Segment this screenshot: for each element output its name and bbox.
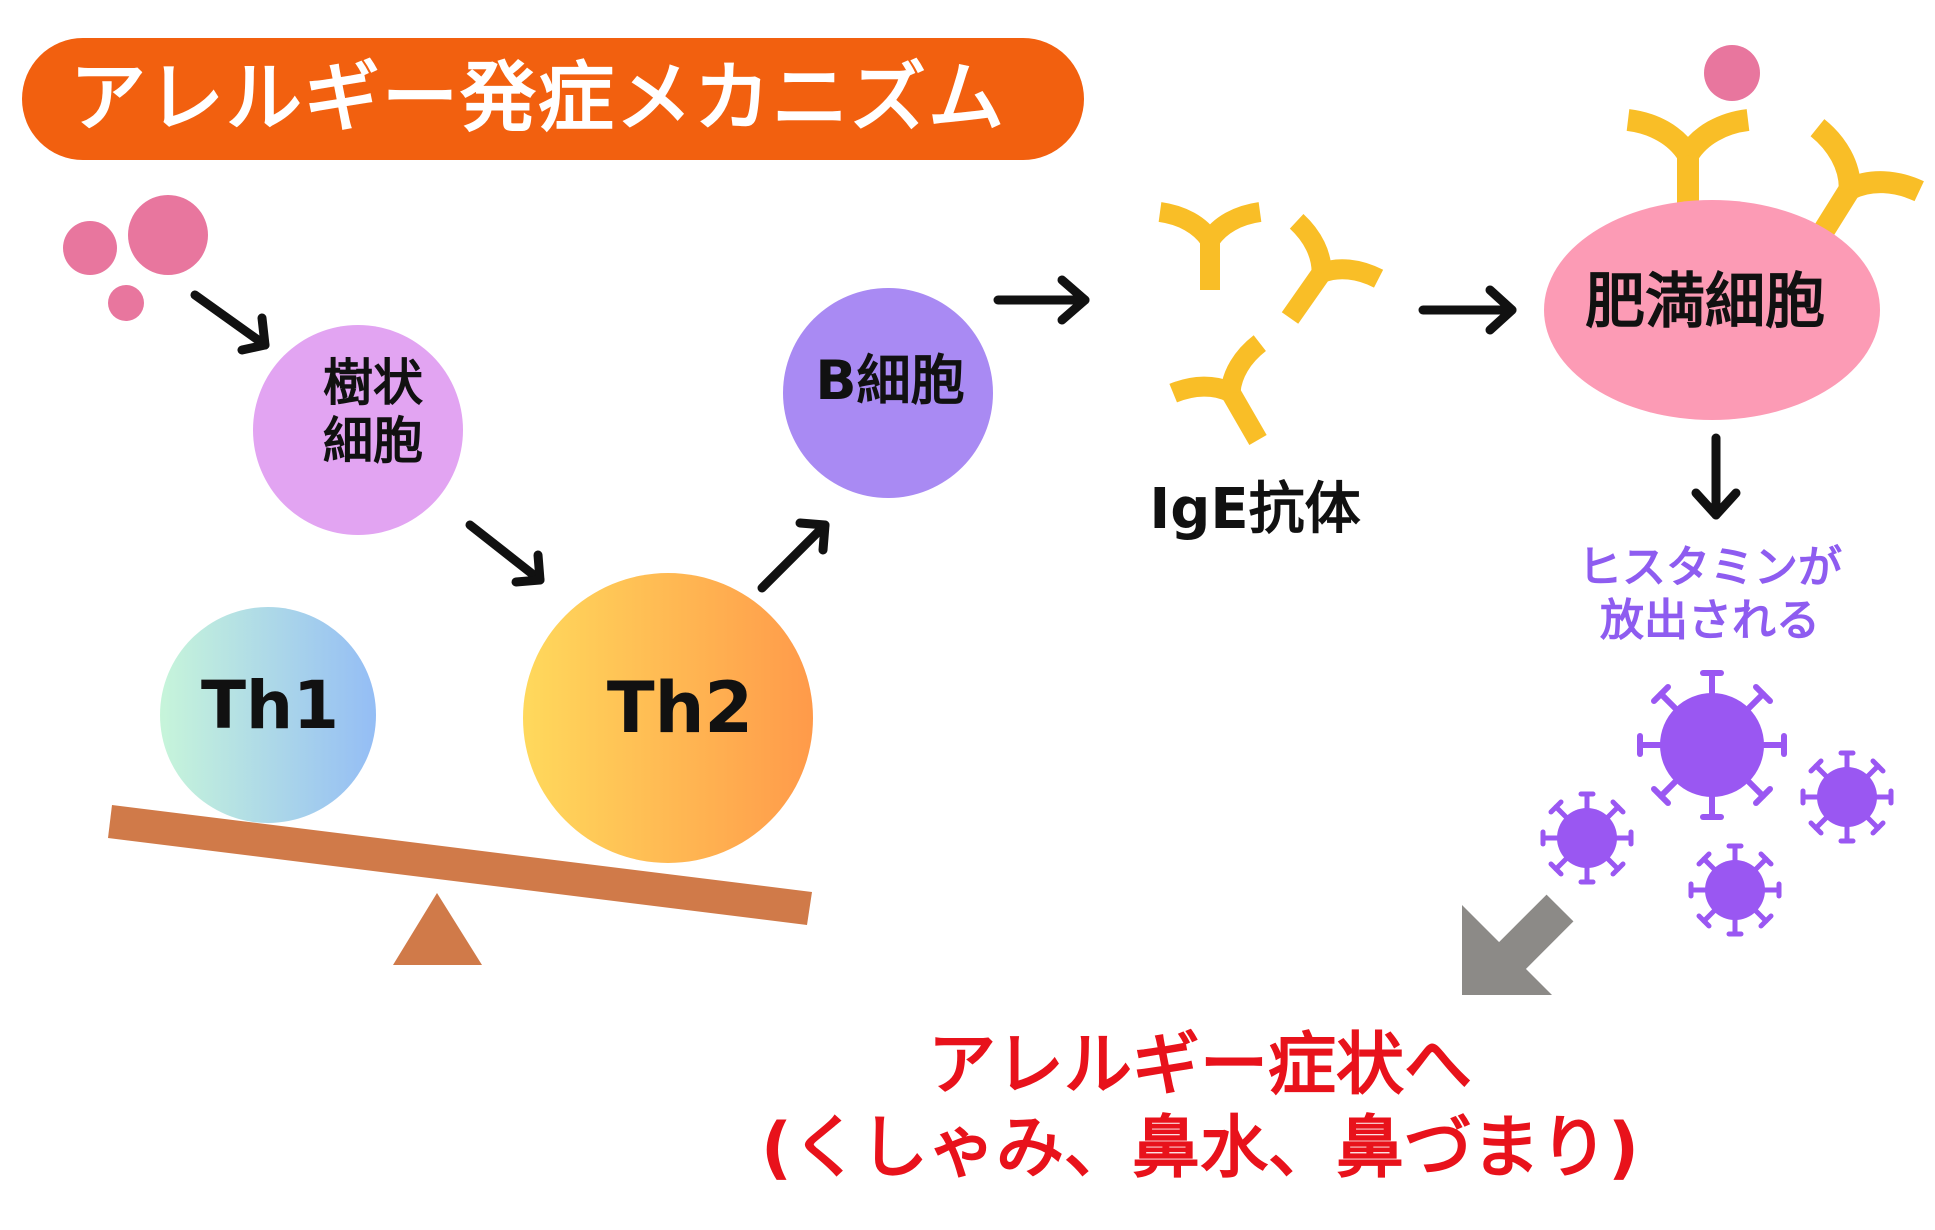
seesaw [108,805,812,965]
th1-cell [160,607,376,823]
arrow-dendritic-to-th2 [465,520,545,585]
title-banner [22,38,1084,160]
ige-antibody-label: IgE抗体 [1149,477,1361,542]
arrow-bcell-to-antibody-head [1057,275,1090,325]
allergen-particle-large [128,195,208,275]
dendritic-cell-label-line2: 細胞 [323,411,423,470]
symptoms-line2: (くしゃみ、鼻水、鼻づまり) [760,1108,1640,1188]
arrow-allergen-to-dendritic [190,290,270,350]
ige-antibodies [1158,202,1384,445]
bound-allergen [1704,45,1760,101]
th2-cell [523,573,813,863]
histamine-release-label: ヒスタミンが 放出される [1550,542,1870,648]
dendritic-cell [253,325,463,535]
histamine-label-line2: 放出される [1600,594,1820,646]
histamine-particle-large [1637,670,1787,820]
allergen-particles [63,195,208,321]
result-arrow [1462,894,1574,995]
ige-antibody-1 [1158,202,1262,290]
histamine-particle-bottom [1688,843,1782,937]
flow-arrows [190,275,1741,593]
ige-antibody-3 [1169,335,1267,445]
arrow-mast-to-histamine-head [1691,488,1741,520]
b-cell [783,288,993,498]
dendritic-cell-label-line1: 樹状 [323,354,423,412]
arrow-antibody-to-mast-head [1485,285,1517,335]
th1-label: Th1 [201,667,339,744]
seesaw-fulcrum [393,893,482,965]
arrow-th2-to-bcell [757,520,830,593]
th2-label: Th2 [606,667,754,749]
allergen-particle-medium [63,221,117,275]
page-title: アレルギー発症メカニズム [70,53,1006,142]
mast-cell [1544,200,1880,420]
histamine-particles [1540,670,1894,937]
result-arrow-head [1462,905,1552,995]
histamine-label-line1: ヒスタミンが [1578,542,1842,593]
mast-cell-group [1544,45,1924,420]
arrow-dendritic-to-th2-head [511,550,545,587]
allergy-symptoms-label: アレルギー症状へ (くしゃみ、鼻水、鼻づまり) [700,1025,1700,1191]
b-cell-label: B細胞 [815,349,965,412]
seesaw-plank [108,805,812,925]
mast-cell-label: 肥満細胞 [1585,267,1825,337]
arrow-th2-to-bcell-head [795,518,830,555]
dendritic-cell-label: 樹状 細胞 [268,354,478,470]
arrow-allergen-to-dendritic-head [237,313,270,355]
ige-antibody-2 [1281,213,1384,324]
symptoms-line1: アレルギー症状へ [927,1026,1472,1105]
histamine-particle-right [1800,750,1894,844]
histamine-particle-left [1540,791,1634,885]
allergen-particle-small [108,285,144,321]
